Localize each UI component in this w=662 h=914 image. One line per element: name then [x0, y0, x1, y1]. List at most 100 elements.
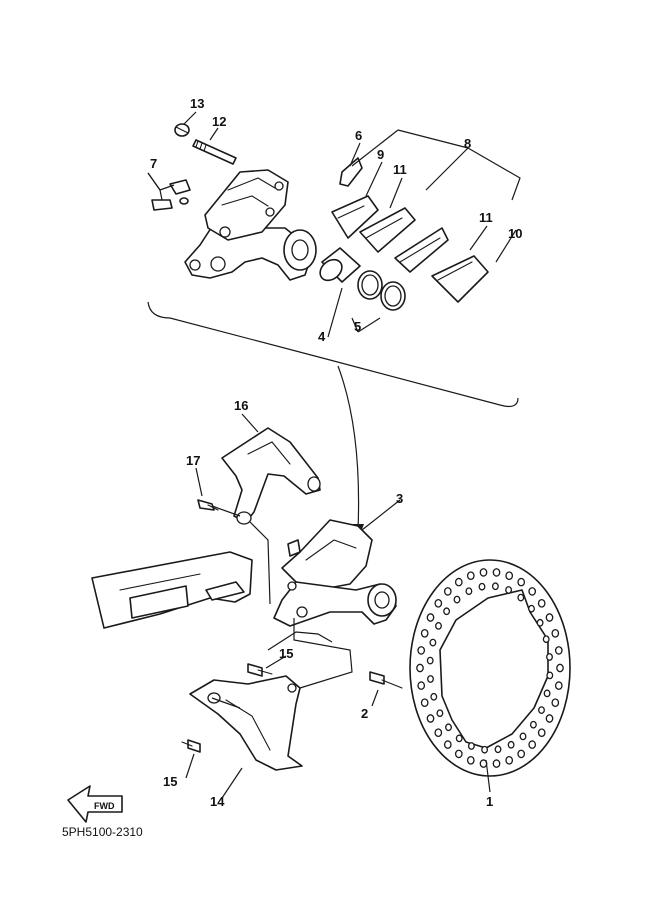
callout-11: 11 [393, 162, 407, 177]
guide-line-4 [267, 631, 333, 651]
disc-vent-hole [443, 587, 452, 596]
disc-bolt [369, 671, 403, 689]
disc-vent-hole [429, 638, 437, 647]
disc-vent-hole [454, 749, 463, 759]
disc-vent-hole [528, 604, 535, 613]
callout-13: 13 [190, 96, 204, 111]
guard-bolt-lower [181, 739, 201, 753]
disc-vent-hole [443, 740, 452, 749]
guard-bolt-upper [247, 663, 273, 677]
callout-15-second: 15 [163, 774, 177, 789]
disc-vent-hole [478, 582, 486, 591]
brake-pads [331, 195, 489, 303]
pin-plug [174, 123, 190, 137]
callout-2: 2 [361, 706, 368, 721]
disc-vent-hole [426, 656, 434, 665]
caliper-body [204, 169, 289, 241]
guide-line-5 [211, 697, 241, 709]
explode-bracket [147, 301, 519, 408]
guide-line-3 [293, 618, 353, 689]
disc-vent-hole [517, 749, 526, 759]
disc-vent-hole [505, 571, 514, 581]
disc-vent-hole [445, 723, 452, 732]
disc-vent-hole [491, 582, 499, 591]
callout-16: 16 [234, 398, 248, 413]
callout-14: 14 [210, 794, 225, 809]
disc-vent-hole [536, 618, 544, 627]
disc-vent-hole [467, 742, 475, 750]
pad-spring [339, 157, 363, 187]
disc-vent-hole [417, 681, 426, 690]
disc-vent-hole [434, 598, 443, 608]
piston-seals [357, 270, 406, 311]
disc-vent-hole [420, 628, 429, 638]
disc-vent-hole [517, 577, 526, 587]
disc-vent-hole [466, 755, 475, 765]
guide-line-1 [249, 521, 271, 605]
callout-7: 7 [150, 156, 157, 171]
disc-vent-hole [537, 598, 546, 608]
disc-vent-hole [426, 714, 435, 723]
disc-vent-hole [554, 646, 563, 655]
disc-vent-hole [545, 714, 554, 723]
disc-vent-hole [454, 577, 463, 587]
callout-11-second: 11 [479, 210, 493, 225]
callout-17: 17 [186, 453, 200, 468]
forward-direction-arrow: FWD [67, 785, 123, 823]
disc-vent-hole [517, 593, 525, 602]
disc-vent-hole [542, 635, 550, 644]
disc-vent-hole [528, 587, 537, 596]
callout-12: 12 [212, 114, 226, 129]
caliper-pin [192, 139, 237, 165]
disc-vent-hole [494, 745, 502, 754]
disc-vent-hole [492, 759, 501, 768]
disc-vent-hole [430, 692, 438, 701]
disc-vent-hole [546, 671, 554, 680]
disc-vent-hole [481, 745, 489, 754]
disc-vent-hole [453, 595, 461, 604]
guide-line-2 [211, 505, 241, 517]
disc-vent-hole [529, 720, 537, 729]
disc-vent-hole [551, 698, 560, 708]
callout-10: 10 [508, 226, 522, 241]
disc-vent-hole [507, 740, 515, 749]
callout-6: 6 [355, 128, 362, 143]
caliper-guard [221, 427, 321, 525]
disc-vent-hole [537, 728, 546, 738]
disc-vent-hole [479, 568, 488, 577]
disc-vent-hole [519, 732, 527, 741]
disc-vent-hole [545, 613, 554, 622]
guard-bolt [197, 499, 219, 511]
disc-vent-hole [434, 728, 443, 738]
disc-vent-hole [427, 675, 434, 683]
disc-guard [189, 675, 303, 771]
disc-vent-hole [556, 663, 564, 673]
callout-4: 4 [318, 329, 326, 344]
disc-vent-hole [417, 646, 426, 655]
disc-vent-hole [538, 706, 545, 714]
disc-vent-hole [551, 628, 560, 638]
bleed-screw [151, 179, 191, 211]
brake-disc [409, 559, 571, 777]
drawing-code: 5PH5100-2310 [62, 825, 143, 839]
disc-vent-hole [554, 681, 563, 690]
callout-5: 5 [354, 319, 361, 334]
disc-vent-hole [436, 709, 444, 718]
callout-3: 3 [396, 491, 403, 506]
disc-vent-hole [505, 755, 514, 765]
disc-vent-hole [505, 586, 513, 594]
disc-vent-hole [420, 698, 429, 708]
disc-vent-hole [416, 663, 424, 673]
assembly-arrow [337, 365, 360, 531]
disc-vent-hole [528, 740, 537, 749]
caliper-assembly [273, 519, 397, 627]
disc-vent-hole [546, 653, 553, 661]
disc-vent-hole [466, 571, 475, 581]
callout-1: 1 [486, 794, 493, 809]
disc-vent-hole [426, 613, 435, 622]
callout-labels: 1 2 3 4 5 6 7 8 9 10 11 11 12 13 14 15 1… [150, 96, 522, 809]
callout-9: 9 [377, 147, 384, 162]
callout-15: 15 [279, 646, 293, 661]
disc-vent-hole [435, 622, 442, 630]
